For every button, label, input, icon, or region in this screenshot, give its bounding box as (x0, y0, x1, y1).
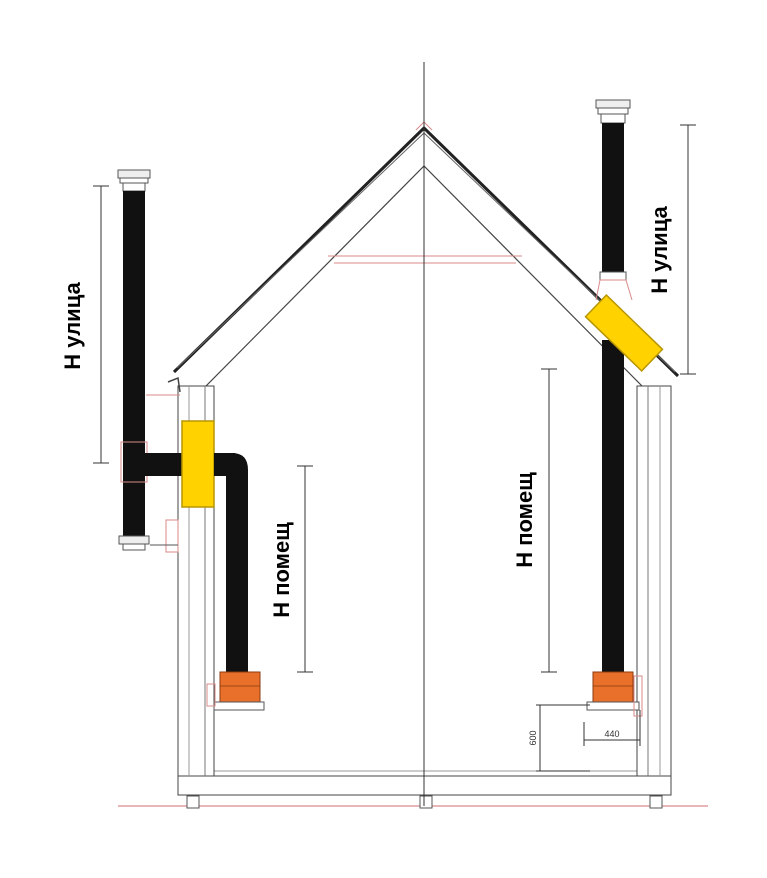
dimension-lines (93, 124, 696, 772)
wall-passthrough (181, 420, 215, 508)
label-dim-440: 440 (604, 729, 619, 739)
left-chimney-system (117, 169, 265, 711)
foundation-block-right (649, 795, 663, 809)
chimney-cap-icon (117, 169, 151, 192)
chimney-cap-icon (595, 99, 631, 124)
label-h-street-left: H улица (60, 282, 85, 370)
heater-icon (586, 671, 643, 717)
label-dim-600: 600 (528, 730, 538, 745)
foundation-block-center (419, 795, 433, 809)
outside-pipe-right (602, 123, 624, 273)
inside-pipe-left (226, 476, 248, 672)
right-chimney-system (584, 99, 664, 717)
label-h-room-left: H помещ (269, 522, 294, 618)
right-wall (636, 385, 672, 777)
label-h-room-right: H помещ (512, 472, 537, 568)
roof-passthrough (584, 294, 664, 372)
elbow-pipe (214, 453, 248, 480)
foundation-block-left (186, 795, 200, 809)
outside-pipe (123, 191, 145, 536)
heater-icon (206, 671, 265, 711)
inside-pipe-right (602, 340, 624, 672)
label-h-street-right: H улица (647, 206, 672, 294)
